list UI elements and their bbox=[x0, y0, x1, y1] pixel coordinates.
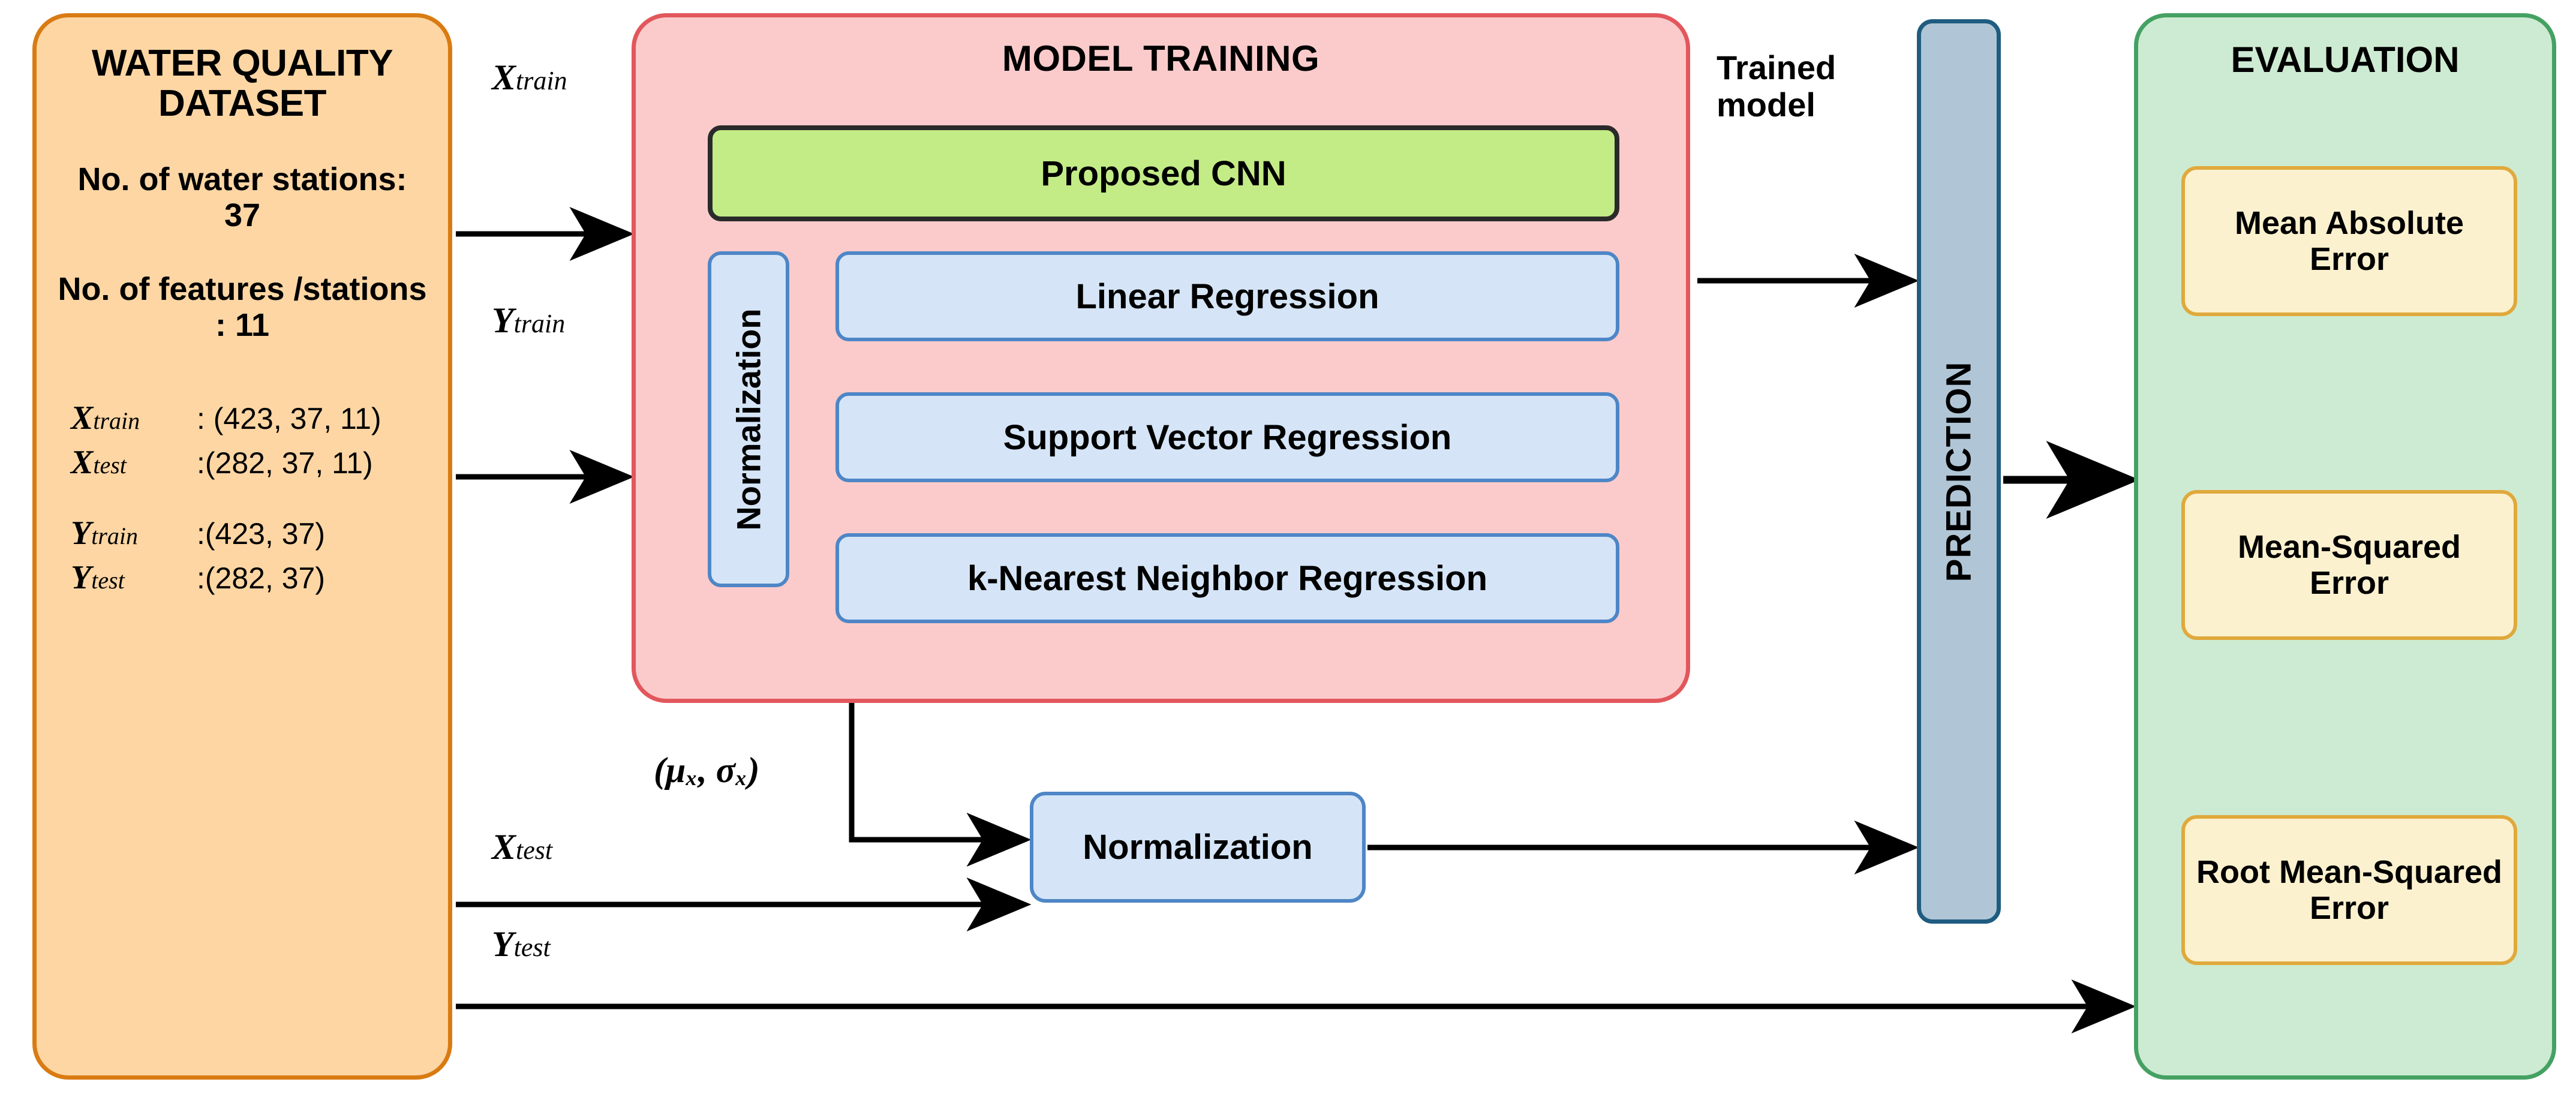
train-normalization-label: Normalization bbox=[729, 308, 768, 531]
test-normalization-box[interactable]: Normalization bbox=[1030, 792, 1366, 903]
evaluation-title: EVALUATION bbox=[2231, 40, 2460, 80]
edge-label-y-train: Ytrain bbox=[492, 300, 566, 340]
test-normalization-label: Normalization bbox=[1083, 828, 1313, 867]
edge-label-x-test: Xtest bbox=[492, 827, 553, 867]
metric-mae-label: Mean Absolute Error bbox=[2234, 205, 2464, 277]
model-training-title: MODEL TRAINING bbox=[1002, 38, 1320, 79]
knn-regression-label: k-Nearest Neighbor Regression bbox=[967, 558, 1488, 598]
metric-root-mean-squared-error[interactable]: Root Mean-Squared Error bbox=[2181, 815, 2517, 965]
metric-mean-squared-error[interactable]: Mean-Squared Error bbox=[2181, 490, 2517, 640]
edge-label-y-test: Ytest bbox=[492, 924, 551, 964]
support-vector-regression-box[interactable]: Support Vector Regression bbox=[835, 392, 1619, 482]
train-normalization-box[interactable]: Normalization bbox=[708, 251, 789, 587]
shape-row-y-train: Ytrain :(423, 37) bbox=[71, 514, 326, 552]
model-training-panel: MODEL TRAINING Proposed CNN Normalizatio… bbox=[632, 13, 1690, 703]
prediction-bar[interactable]: PREDICTION bbox=[1917, 19, 2001, 924]
proposed-cnn-label: Proposed CNN bbox=[1041, 154, 1287, 193]
edge-label-trained-model: Trained model bbox=[1717, 49, 1836, 124]
shape-row-y-test: Ytest :(282, 37) bbox=[71, 558, 326, 596]
linear-regression-box[interactable]: Linear Regression bbox=[835, 251, 1619, 341]
dataset-stations-count: No. of water stations: 37 bbox=[77, 161, 407, 234]
dataset-shapes: Xtrain : (423, 37, 11) Xtest :(282, 37, … bbox=[50, 399, 434, 603]
prediction-label: PREDICTION bbox=[1939, 361, 1979, 582]
evaluation-panel: EVALUATION Mean Absolute Error Mean-Squa… bbox=[2134, 13, 2556, 1080]
metric-mse-label: Mean-Squared Error bbox=[2237, 528, 2461, 601]
metric-mean-absolute-error[interactable]: Mean Absolute Error bbox=[2181, 166, 2517, 316]
shape-row-x-train: Xtrain : (423, 37, 11) bbox=[71, 399, 381, 437]
knn-regression-box[interactable]: k-Nearest Neighbor Regression bbox=[835, 533, 1619, 623]
shape-row-x-test: Xtest :(282, 37, 11) bbox=[71, 443, 373, 481]
support-vector-regression-label: Support Vector Regression bbox=[1003, 417, 1452, 457]
dataset-title: WATER QUALITY DATASET bbox=[91, 43, 393, 124]
shape-gap bbox=[71, 488, 434, 514]
linear-regression-label: Linear Regression bbox=[1075, 276, 1379, 316]
water-quality-dataset-panel: WATER QUALITY DATASET No. of water stati… bbox=[32, 13, 452, 1080]
edge-label-mu-sigma: (μₓ, σₓ) bbox=[654, 750, 760, 790]
metric-rmse-label: Root Mean-Squared Error bbox=[2196, 853, 2503, 926]
proposed-cnn-box[interactable]: Proposed CNN bbox=[708, 125, 1619, 221]
edge-label-x-train: Xtrain bbox=[492, 58, 567, 97]
dataset-features-count: No. of features /stations : 11 bbox=[58, 271, 427, 344]
